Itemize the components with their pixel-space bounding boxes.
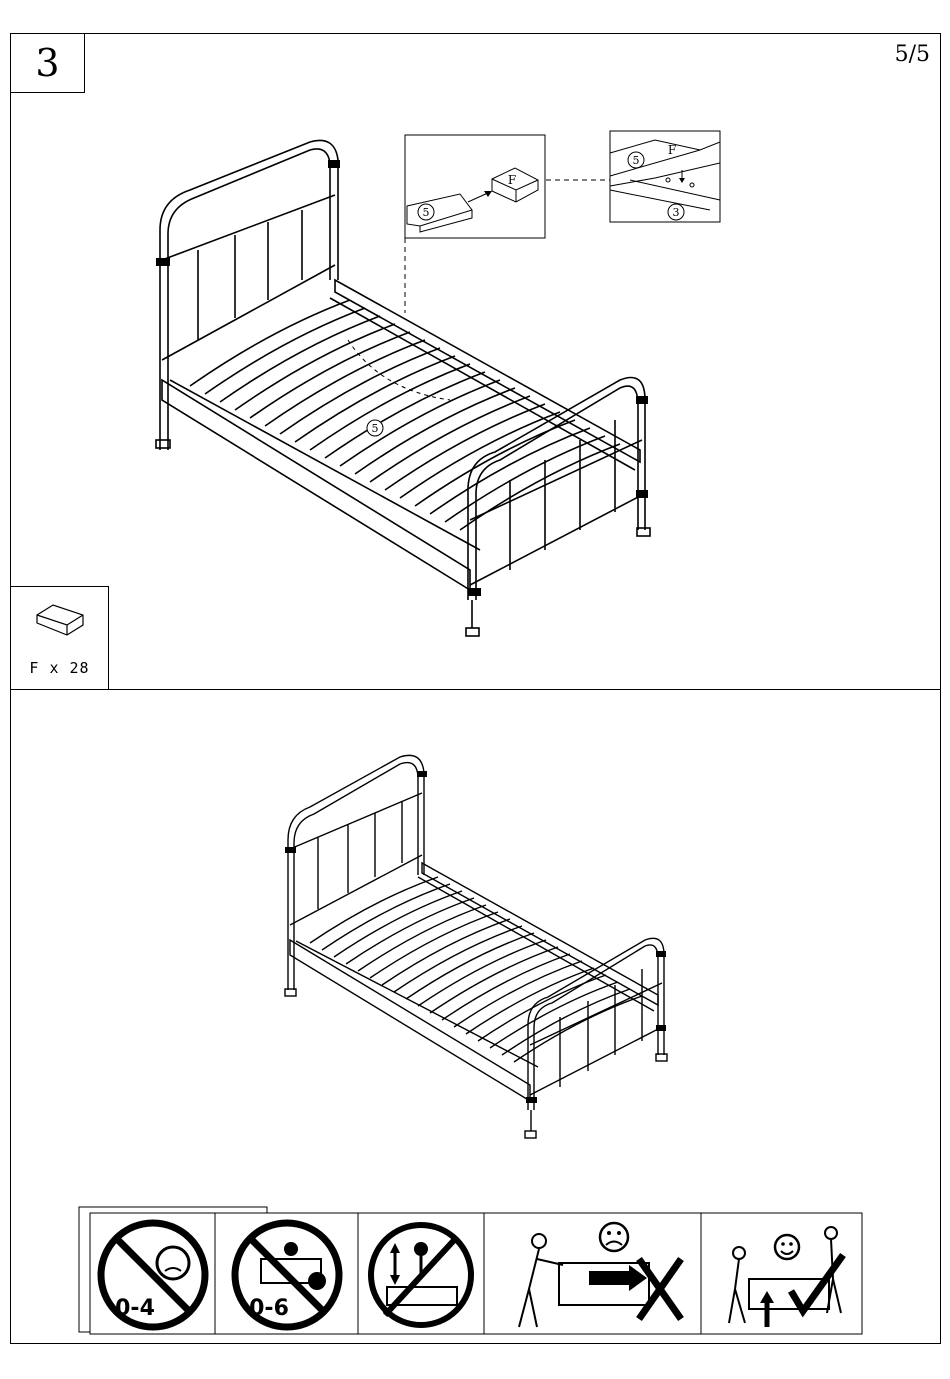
no-children-0-6-icon: 0-6	[221, 1219, 353, 1331]
bed-callout-5: 5	[372, 422, 379, 435]
step-number: 3	[10, 33, 85, 93]
page-number: 5/5	[895, 42, 930, 67]
safety-warnings: 0-4 0-6	[79, 1207, 863, 1335]
lift-to-move-icon	[705, 1219, 859, 1331]
detail-part-3: 3	[673, 206, 680, 219]
age-0-6-label: 0-6	[249, 1296, 289, 1321]
parts-label: F x 28	[11, 659, 108, 677]
no-children-0-4-icon: 0-4	[95, 1219, 211, 1331]
parts-box: F x 28	[10, 586, 109, 690]
section-divider	[10, 689, 941, 690]
slat-cap-icon	[33, 601, 89, 641]
do-not-drag-icon	[489, 1219, 697, 1331]
finished-bed-diagram	[280, 745, 680, 1145]
no-jumping-icon	[365, 1219, 477, 1331]
bed-assembly-diagram: 5	[150, 130, 660, 640]
detail-part-fb: F	[668, 143, 676, 157]
age-0-4-label: 0-4	[115, 1296, 155, 1321]
